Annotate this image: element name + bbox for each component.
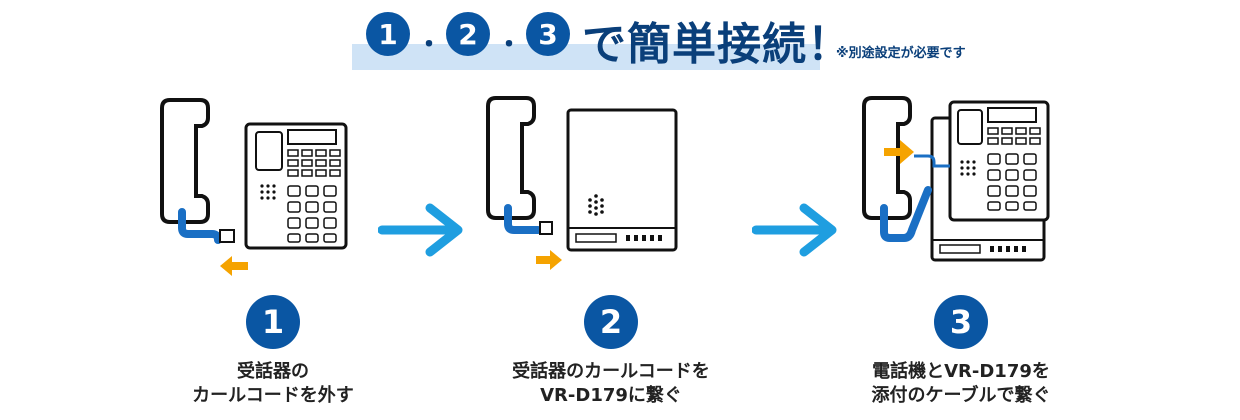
step-3-caption: 電話機とVR-D179を 添付のケーブルで繋ぐ [811, 360, 1111, 408]
step-2-caption-line2: VR-D179に繋ぐ [540, 385, 682, 406]
step-1-caption-line2: カールコードを外す [192, 385, 354, 406]
right-arrow-icon [378, 203, 463, 257]
step-1-badge: 1 [246, 295, 300, 349]
step-2-badge: 2 [584, 295, 638, 349]
vr-d179-device-icon [566, 108, 678, 252]
desk-phone-icon [244, 122, 348, 250]
handset-icon [486, 96, 536, 220]
step-1-illustration [160, 98, 348, 276]
orange-arrow-icon [220, 256, 248, 276]
step-2-illustration [486, 96, 678, 270]
step-1-caption-line1: 受話器の [237, 361, 309, 382]
right-arrow-icon [752, 203, 837, 257]
jack-icon [539, 221, 553, 235]
step-3-caption-line2: 添付のケーブルで繋ぐ [871, 385, 1051, 406]
step-2-caption-line1: 受話器のカールコードを [512, 361, 710, 382]
step-3-badge: 3 [934, 295, 988, 349]
header-title: で簡単接続！ [582, 19, 852, 70]
orange-arrow-icon [536, 250, 562, 270]
step-2-caption: 受話器のカールコードを VR-D179に繋ぐ [461, 360, 761, 408]
header-note: ※別途設定が必要です [836, 46, 966, 61]
header-separator: ・ [416, 30, 443, 60]
header-highlight-band [352, 44, 820, 70]
step-3-caption-line1: 電話機とVR-D179を [872, 361, 1050, 382]
header: 1 ・ 2 ・ 3 で簡単接続！ ※別途設定が必要です [0, 0, 1240, 80]
step-1-caption: 受話器の カールコードを外す [123, 360, 423, 408]
handset-icon [862, 96, 912, 220]
header-separator: ・ [496, 30, 523, 60]
handset-icon [160, 98, 210, 224]
orange-arrow-icon [884, 140, 914, 164]
step-3-illustration [862, 96, 1050, 262]
header-number-1-badge: 1 [366, 12, 410, 56]
header-number-3-badge: 3 [526, 12, 570, 56]
jack-icon [219, 229, 235, 243]
desk-phone-icon [948, 100, 1050, 222]
header-number-2-badge: 2 [446, 12, 490, 56]
